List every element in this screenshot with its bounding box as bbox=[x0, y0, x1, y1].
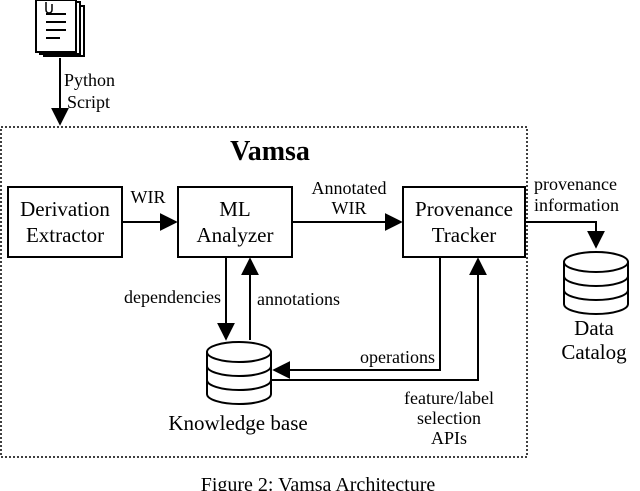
python-label-line2: Script bbox=[67, 92, 110, 112]
feature-label-apis-line2: selection bbox=[417, 408, 481, 428]
data-catalog-line1: Data bbox=[574, 316, 614, 340]
derivation-extractor-line1: Derivation bbox=[20, 197, 110, 221]
wir-label: WIR bbox=[131, 187, 166, 207]
dependencies-label: dependencies bbox=[124, 287, 221, 307]
provenance-information-arrow bbox=[525, 221, 605, 249]
feature-label-apis-line1: feature/label bbox=[404, 388, 494, 408]
ml-analyzer-line1: ML bbox=[219, 197, 251, 221]
feature-label-apis-line3: APIs bbox=[431, 428, 467, 448]
knowledge-base-label: Knowledge base bbox=[168, 411, 307, 435]
provenance-information-line2: information bbox=[534, 195, 619, 215]
annotated-wir-line1: Annotated bbox=[312, 178, 387, 198]
vamsa-title: Vamsa bbox=[230, 136, 310, 167]
feature-label-apis-arrow bbox=[272, 257, 487, 381]
operations-arrow bbox=[272, 257, 441, 379]
provenance-tracker-line1: Provenance bbox=[415, 197, 513, 221]
operations-label: operations bbox=[360, 347, 435, 367]
derivation-extractor-box bbox=[7, 186, 123, 258]
provenance-tracker-line2: Tracker bbox=[432, 223, 497, 247]
document-stack-icon bbox=[35, 0, 85, 57]
figure-caption: Figure 2: Vamsa Architecture bbox=[201, 474, 436, 491]
ml-analyzer-line2: Analyzer bbox=[197, 223, 274, 247]
provenance-tracker-box bbox=[402, 186, 526, 258]
provenance-information-line1: provenance bbox=[534, 174, 617, 194]
annotated-wir-line2: WIR bbox=[332, 198, 367, 218]
derivation-extractor-line2: Extractor bbox=[26, 223, 104, 247]
data-catalog-database-icon bbox=[563, 251, 629, 315]
annotations-label: annotations bbox=[257, 289, 340, 309]
knowledge-base-database-icon bbox=[206, 341, 272, 405]
data-catalog-line2: Catalog bbox=[561, 340, 627, 364]
python-label-line1: Python bbox=[64, 70, 115, 90]
